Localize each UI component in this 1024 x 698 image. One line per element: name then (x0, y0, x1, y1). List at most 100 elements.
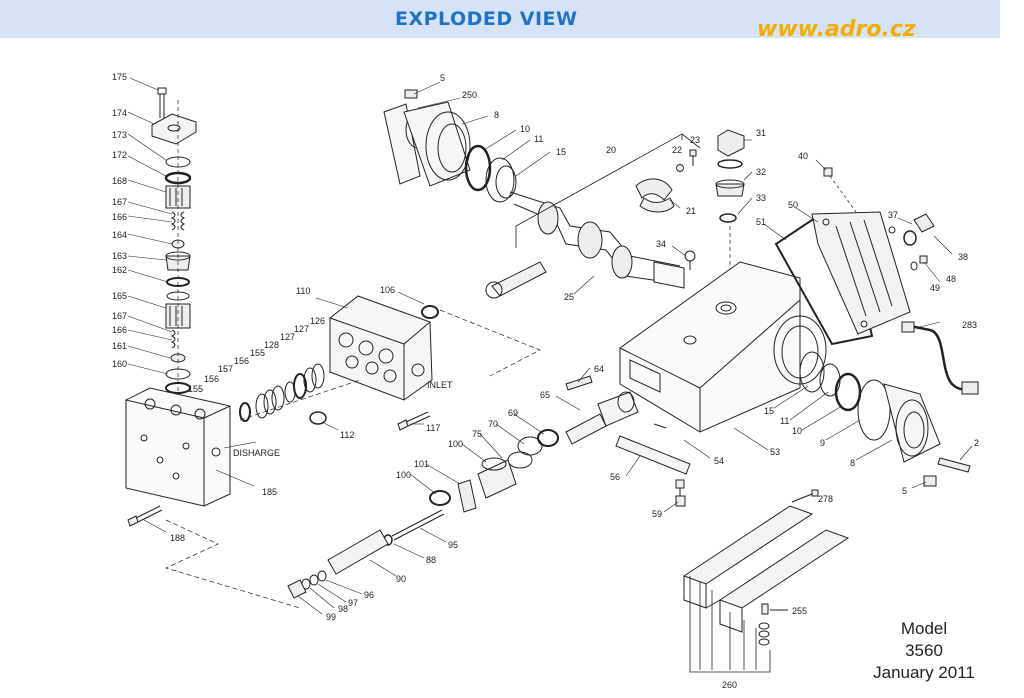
part-labels: 175 174 173 172 168 167 166 164 163 162 … (112, 72, 979, 690)
page-title: EXPLODED VIEW (395, 8, 578, 30)
right-bearing-assembly (799, 351, 971, 487)
part-label: 99 (326, 612, 336, 622)
part-label: 156 (204, 374, 219, 384)
part-label: 21 (686, 206, 696, 216)
part-label: 88 (426, 555, 436, 565)
part-label: 5 (902, 486, 907, 496)
part-label: 59 (652, 509, 662, 519)
part-label: 95 (448, 540, 458, 550)
part-label: 11 (780, 416, 789, 426)
discharge-manifold (125, 387, 301, 609)
part-label: 9 (820, 438, 825, 448)
part-label: 166 (112, 212, 127, 222)
part-label: 5 (440, 73, 445, 83)
part-label: 172 (112, 150, 127, 160)
part-label: 56 (610, 472, 620, 482)
part-label: 166 (112, 325, 127, 335)
plunger-group (287, 375, 691, 599)
oil-tube (901, 321, 979, 395)
part-label: 127 (280, 332, 295, 342)
discharge-label: DISHARGE (233, 448, 280, 458)
part-label: 167 (112, 197, 127, 207)
part-label: 34 (656, 239, 666, 249)
crankcase (619, 261, 827, 433)
part-label: 2 (974, 438, 979, 448)
part-label: 155 (250, 348, 265, 358)
part-label: 11 (534, 134, 543, 144)
part-label: 65 (540, 390, 550, 400)
part-label: 15 (764, 406, 774, 416)
crankshaft-assembly (383, 89, 701, 299)
part-label: 157 (218, 364, 233, 374)
part-label: 40 (798, 151, 808, 161)
part-label: 37 (888, 210, 898, 220)
part-label: 162 (112, 265, 127, 275)
oil-cap-group (684, 129, 745, 300)
part-label: 167 (112, 311, 127, 321)
part-label: 100 (448, 439, 463, 449)
part-label: 127 (294, 324, 309, 334)
part-label: 32 (756, 167, 766, 177)
part-label: 174 (112, 108, 127, 118)
part-label: 128 (264, 340, 279, 350)
part-label: 175 (112, 72, 127, 82)
part-label: 96 (364, 590, 374, 600)
part-label: 101 (414, 459, 429, 469)
pump-head (239, 295, 541, 431)
part-label: 117 (426, 423, 440, 433)
part-label: 98 (338, 604, 348, 614)
part-label: 31 (756, 128, 766, 138)
part-label: 53 (770, 447, 780, 457)
inlet-label: INLET (427, 380, 453, 390)
part-label: 188 (170, 533, 185, 543)
leader-lines (127, 77, 973, 615)
part-label: 8 (494, 110, 499, 120)
part-label: 283 (962, 320, 977, 330)
part-label: 278 (818, 494, 833, 504)
part-label: 164 (112, 230, 127, 240)
part-label: 255 (792, 606, 807, 616)
part-label: 25 (564, 292, 574, 302)
part-label: 15 (556, 147, 566, 157)
part-label: 69 (508, 408, 518, 418)
part-label: 163 (112, 251, 127, 261)
part-label: 165 (112, 291, 127, 301)
part-label: 156 (234, 356, 249, 366)
part-label: 250 (462, 90, 477, 100)
model-label: Model (900, 619, 948, 638)
part-label: 126 (310, 316, 325, 326)
part-label: 70 (488, 419, 498, 429)
part-label: 90 (396, 574, 406, 584)
model-number: 3560 (905, 641, 943, 660)
part-label: 106 (380, 285, 395, 295)
part-label: 168 (112, 176, 127, 186)
part-label: 64 (594, 364, 604, 374)
website-link[interactable]: www.adro.cz (757, 17, 916, 42)
valve-stack (151, 87, 197, 400)
part-label: 54 (714, 456, 724, 466)
part-label: 10 (520, 124, 530, 134)
part-label: 161 (112, 341, 127, 351)
part-label: 49 (930, 283, 940, 293)
part-label: 97 (348, 598, 358, 608)
part-label: 50 (788, 200, 798, 210)
part-label: 20 (606, 145, 616, 155)
base-frame (682, 489, 850, 673)
part-label: 22 (672, 145, 682, 155)
part-label: 155 (188, 384, 203, 394)
rear-cover (774, 167, 935, 346)
part-label: 48 (946, 274, 956, 284)
model-date: January 2011 (873, 663, 975, 682)
part-label: 100 (396, 470, 411, 480)
part-label: 23 (690, 135, 700, 145)
part-label: 38 (958, 252, 968, 262)
part-label: 185 (262, 487, 277, 497)
part-label: 8 (850, 458, 855, 468)
part-label: 33 (756, 193, 766, 203)
part-label: 112 (340, 430, 354, 440)
part-label: 260 (722, 680, 737, 690)
part-label: 10 (792, 426, 802, 436)
header-banner: EXPLODED VIEW www.adro.cz (0, 0, 1000, 42)
part-label: 75 (472, 429, 482, 439)
